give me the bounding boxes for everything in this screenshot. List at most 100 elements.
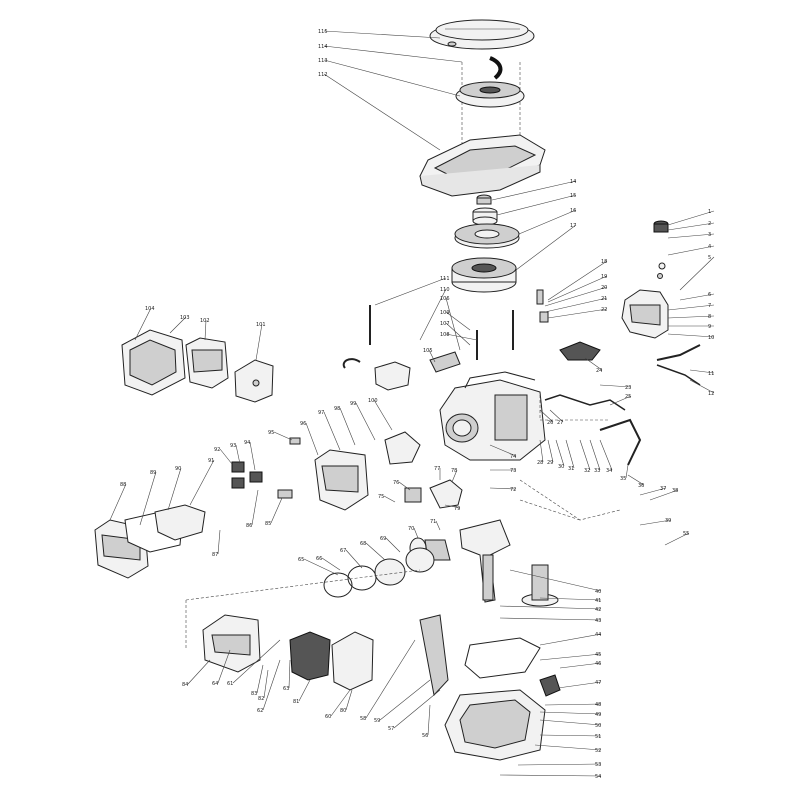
- part-label-57: 57: [388, 726, 394, 732]
- leader-line-44: [539, 633, 602, 646]
- part-label-93: 93: [230, 443, 236, 449]
- part-label-28: 28: [537, 460, 543, 466]
- leader-line-86: [251, 489, 259, 526]
- leader-line-27: [549, 409, 564, 423]
- leader-line-61: [232, 639, 281, 684]
- part-label-95: 95: [268, 430, 274, 436]
- part-label-19: 19: [601, 274, 607, 280]
- leader-line-68: [365, 542, 386, 561]
- leader-line-58: [365, 639, 416, 719]
- part-label-30: 30: [558, 464, 564, 470]
- leader-line-110: [419, 288, 447, 341]
- leader-line-105: [428, 349, 436, 363]
- part-label-114: 114: [318, 44, 328, 50]
- part-label-23: 23: [625, 385, 631, 391]
- cooling-fan-16: [454, 223, 520, 249]
- muffler-102: [185, 337, 229, 389]
- part-label-90: 90: [175, 466, 181, 472]
- part-label-5: 5: [708, 255, 711, 261]
- part-label-48: 48: [595, 702, 601, 708]
- part-label-32: 32: [584, 468, 590, 474]
- crankcase-cover: [419, 614, 561, 761]
- leader-line-51: [539, 734, 602, 737]
- leader-line-20: [544, 286, 608, 307]
- leader-line-82: [263, 669, 269, 699]
- part-label-101: 101: [256, 322, 266, 328]
- part-label-111: 111: [440, 276, 450, 282]
- leader-line-71: [435, 520, 441, 531]
- part-label-34: 34: [606, 468, 612, 474]
- piston-rings: [323, 547, 435, 598]
- air-filter-cover-80: [331, 631, 374, 691]
- recoil-starter-113: [455, 81, 525, 108]
- part-label-11: 11: [708, 371, 714, 377]
- part-label-66: 66: [316, 556, 322, 562]
- leader-line-89: [139, 471, 157, 526]
- leader-line-70: [413, 527, 419, 539]
- ignition-coil: [342, 305, 514, 391]
- leader-line-88: [109, 483, 127, 521]
- part-label-3: 3: [708, 232, 711, 238]
- leader-line-87: [217, 529, 221, 555]
- leader-line-114: [323, 45, 463, 63]
- part-label-62: 62: [257, 708, 263, 714]
- engine-block: [439, 371, 546, 461]
- leader-line-38: [649, 489, 679, 501]
- part-label-8: 8: [708, 314, 711, 320]
- leader-line-113: [323, 59, 461, 97]
- leader-line-59: [379, 679, 431, 721]
- leader-line-18: [547, 260, 608, 301]
- part-label-87: 87: [212, 552, 218, 558]
- leader-line-3: [667, 233, 715, 239]
- part-label-41: 41: [595, 598, 601, 604]
- part-label-92: 92: [214, 447, 220, 453]
- leader-line-75: [383, 495, 396, 503]
- heat-shield-101: [234, 359, 274, 403]
- leader-line-21: [544, 297, 608, 313]
- part-label-58: 58: [360, 716, 366, 722]
- leader-line-39: [639, 519, 672, 526]
- part-label-36: 36: [638, 483, 644, 489]
- part-label-85: 85: [265, 521, 271, 527]
- part-label-94: 94: [244, 440, 250, 446]
- part-label-80: 80: [340, 708, 346, 714]
- leader-line-5: [679, 256, 715, 291]
- part-label-68: 68: [360, 541, 366, 547]
- leader-line-49: [539, 711, 602, 715]
- part-label-2: 2: [708, 221, 711, 227]
- crankshaft: [459, 519, 559, 607]
- part-label-91: 91: [208, 458, 214, 464]
- part-label-109: 109: [440, 310, 450, 316]
- leader-line-15: [496, 194, 577, 216]
- part-label-17: 17: [570, 223, 576, 229]
- leader-line-42: [499, 605, 602, 610]
- leader-line-112: [323, 73, 441, 151]
- part-label-45: 45: [595, 652, 601, 658]
- leader-line-30: [555, 439, 565, 467]
- part-label-49: 49: [595, 712, 601, 718]
- guide-lines: [185, 395, 621, 650]
- leader-line-104: [134, 307, 152, 341]
- leader-line-8: [667, 315, 715, 319]
- part-label-110: 110: [440, 287, 450, 293]
- leader-line-76: [398, 481, 411, 491]
- leader-line-103: [169, 316, 187, 334]
- leader-line-95: [273, 431, 293, 441]
- leader-line-28: [539, 439, 544, 463]
- muffler-guard-103: [121, 329, 186, 396]
- part-label-97: 97: [318, 410, 324, 416]
- part-label-77: 77: [434, 466, 440, 472]
- leader-line-79: [444, 504, 461, 509]
- part-label-4: 4: [708, 244, 711, 250]
- leader-line-31: [565, 439, 575, 469]
- leader-line-17: [515, 224, 577, 271]
- part-label-83: 83: [251, 691, 257, 697]
- part-label-100: 100: [368, 398, 378, 404]
- leader-line-23: [599, 384, 632, 388]
- leader-line-25: [609, 395, 632, 406]
- part-label-86: 86: [246, 523, 252, 529]
- leader-line-41: [539, 597, 602, 601]
- fuel-line-11: [656, 344, 701, 386]
- part-label-15: 15: [570, 193, 576, 199]
- part-label-6: 6: [708, 292, 711, 298]
